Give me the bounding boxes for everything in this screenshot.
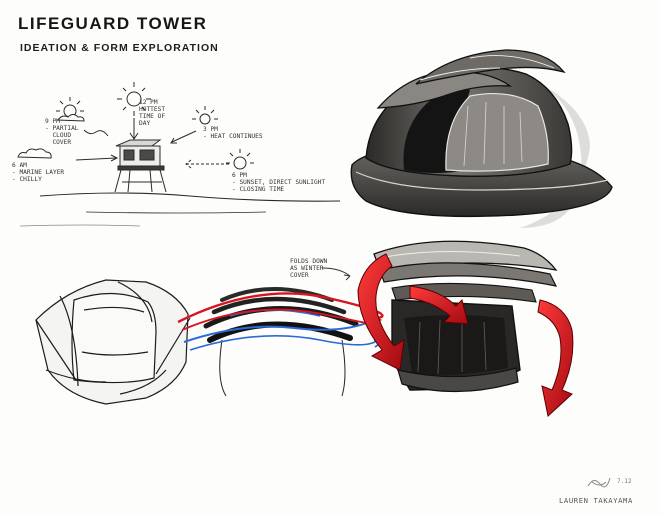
cloud-icon bbox=[17, 148, 52, 159]
author-name: LAUREN TAKAYAMA bbox=[559, 496, 633, 505]
red-arrow-center-icon bbox=[409, 285, 469, 325]
sun-noon-icon bbox=[117, 82, 151, 116]
sheet-title: LIFEGUARD TOWER bbox=[18, 14, 208, 33]
note-early-morning: 6 AM - MARINE LAYER - CHILLY bbox=[12, 162, 65, 183]
folded-shell-sketch bbox=[35, 279, 191, 405]
arrow-afternoon bbox=[170, 130, 197, 144]
note-noon: 12 PM HOTTEST TIME OF DAY bbox=[139, 99, 166, 127]
arrow-noon bbox=[129, 118, 139, 140]
dome-rendering bbox=[350, 49, 613, 228]
red-arrow-left-icon bbox=[357, 253, 405, 371]
note-morning: 9 PM - PARTIAL CLOUD COVER bbox=[45, 118, 79, 146]
note-evening: 6 PM - SUNSET, DIRECT SUNLIGHT - CLOSING… bbox=[232, 172, 326, 193]
sun-evening-icon bbox=[226, 149, 254, 170]
arrow-evening bbox=[185, 159, 229, 169]
sheet-subtitle: IDEATION & FORM EXPLORATION bbox=[20, 42, 219, 54]
breeze-line bbox=[83, 129, 109, 137]
lifeguard-tower-sketch bbox=[114, 139, 167, 193]
sun-morning-icon bbox=[56, 97, 85, 122]
note-afternoon: 3 PM - HEAT CONTINUES bbox=[203, 126, 263, 140]
signature-date: 7.12 bbox=[617, 478, 632, 485]
red-arrow-right-icon bbox=[537, 299, 574, 417]
sun-study-sketch bbox=[17, 82, 341, 227]
layered-roof-sketch bbox=[177, 287, 385, 397]
sun-afternoon-icon bbox=[192, 106, 218, 125]
signature-mark bbox=[587, 477, 611, 488]
arrow-morning bbox=[75, 154, 119, 162]
folding-roof-rendering bbox=[321, 240, 574, 417]
callout-folds-down: FOLDS DOWN AS WINTER COVER bbox=[290, 258, 328, 279]
